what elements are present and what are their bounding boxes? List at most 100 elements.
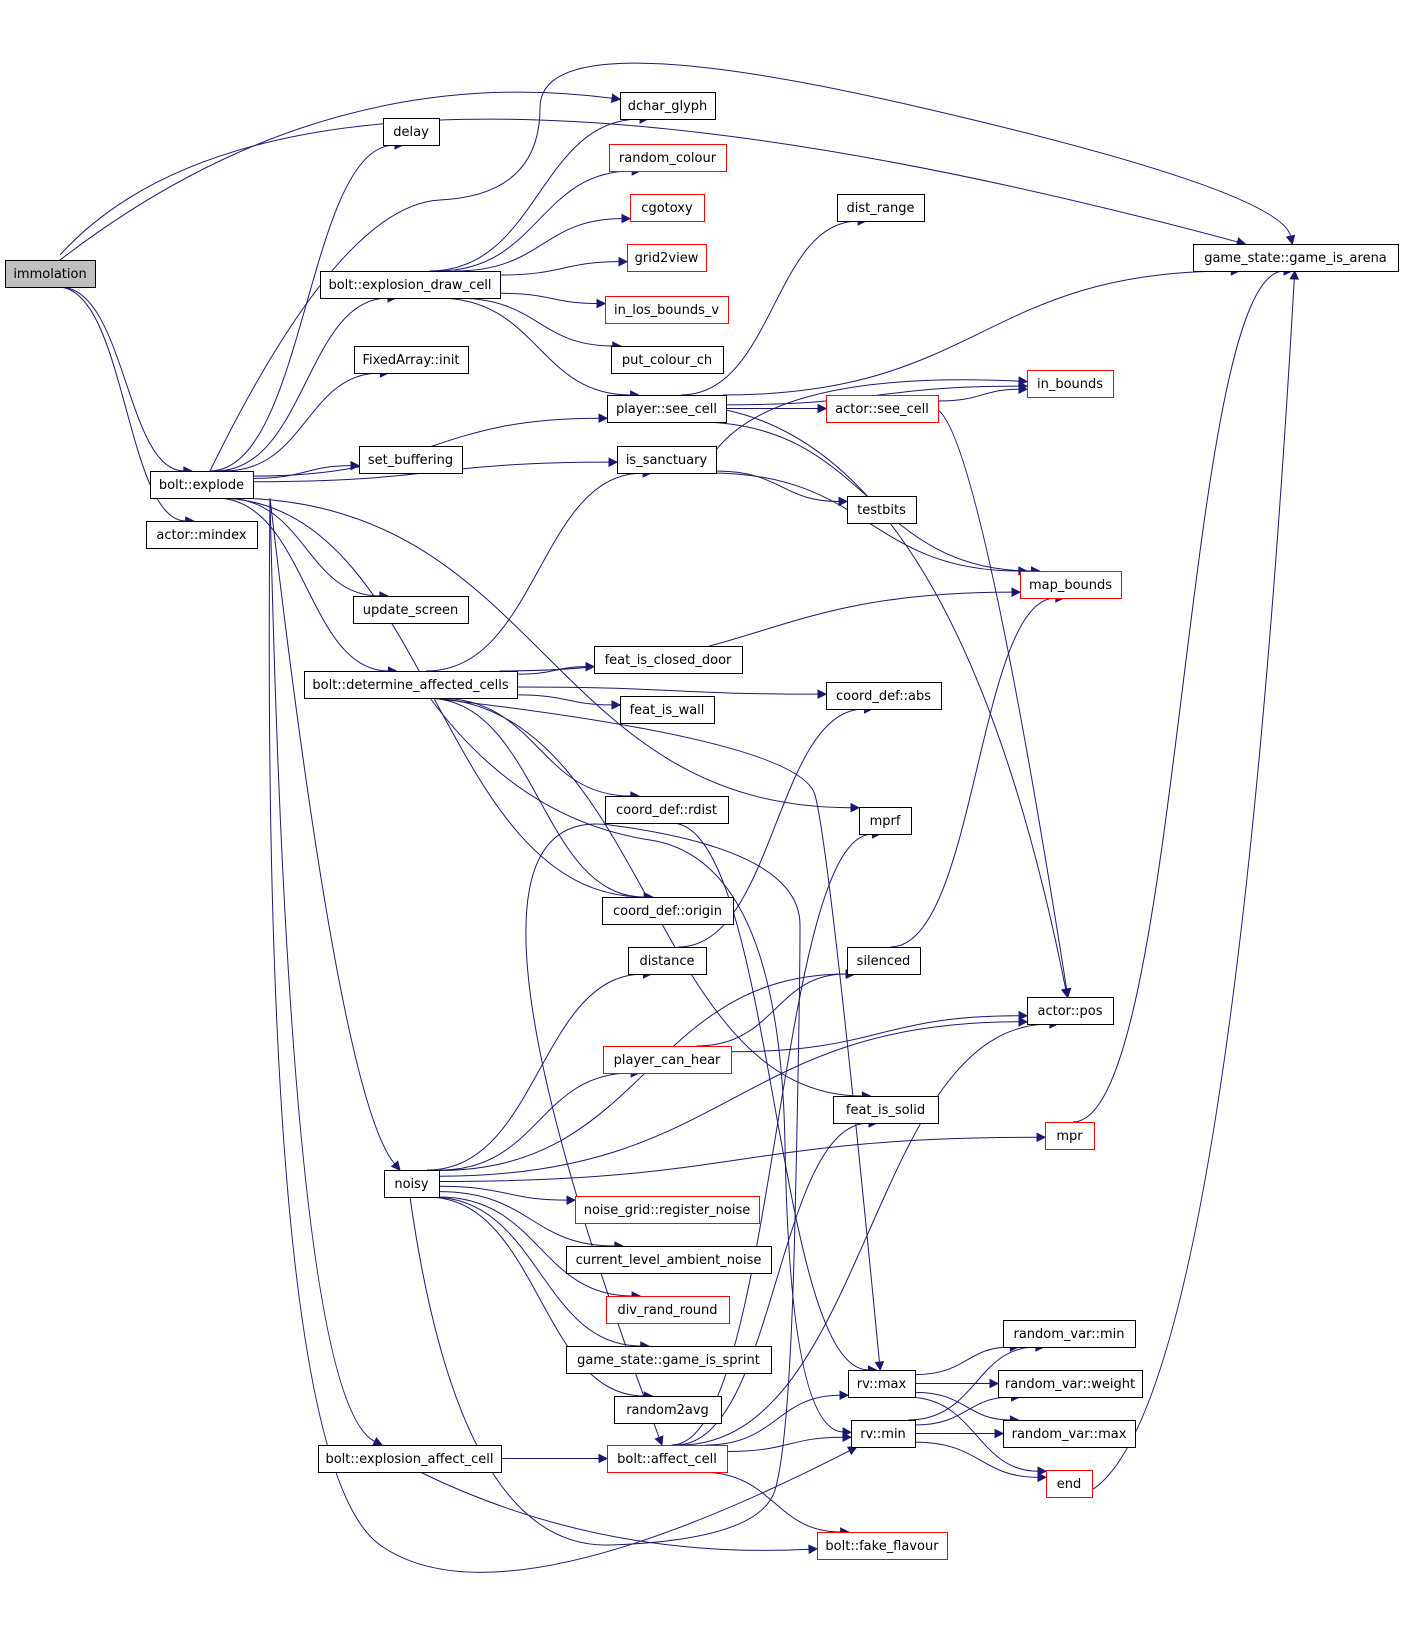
node-label: mpr [1056, 1129, 1083, 1144]
node-map_bounds[interactable]: map_bounds [1020, 571, 1122, 599]
node-random2avg[interactable]: random2avg [614, 1396, 722, 1424]
edge-line [438, 1185, 568, 1201]
node-div_rand_round[interactable]: div_rand_round [606, 1296, 730, 1324]
node-testbits[interactable]: testbits [847, 496, 917, 524]
edge-line [425, 697, 645, 898]
node-label: random2avg [626, 1403, 709, 1418]
arrowhead-icon [817, 403, 828, 414]
node-box [607, 1445, 728, 1473]
edge-line [722, 270, 1232, 396]
node-label: immolation [13, 267, 86, 282]
node-dchar_glyph[interactable]: dchar_glyph [620, 92, 716, 120]
node-box [607, 395, 727, 423]
node-coord_abs[interactable]: coord_def::abs [826, 682, 942, 710]
node-game_is_arena[interactable]: game_state::game_is_arena [1193, 244, 1399, 272]
node-random_colour[interactable]: random_colour [609, 144, 727, 172]
node-actor_mindex[interactable]: actor::mindex [146, 521, 258, 549]
edge-line [1072, 270, 1285, 1123]
node-rv_var_min[interactable]: random_var::min [1003, 1320, 1136, 1348]
node-delay[interactable]: delay [383, 118, 440, 146]
edge-line [890, 597, 1056, 948]
edge-explosion_affect_cell-to-fake_flavour [419, 1471, 819, 1555]
node-ambient_noise[interactable]: current_level_ambient_noise [566, 1246, 772, 1274]
arrowhead-icon [610, 93, 622, 103]
arrowhead-icon [621, 213, 632, 224]
node-grid2view[interactable]: grid2view [627, 244, 707, 272]
node-rv_min[interactable]: rv::min [851, 1420, 916, 1448]
arrowhead-icon [372, 1436, 383, 1446]
node-player_see_cell[interactable]: player::see_cell [607, 395, 727, 423]
node-box [575, 1196, 760, 1224]
node-coord_origin[interactable]: coord_def::origin [602, 897, 734, 925]
arrowhead-icon [1061, 987, 1072, 999]
edge-rv_min-to-end [914, 1441, 1048, 1483]
node-actor_see_cell[interactable]: actor::see_cell [826, 395, 939, 423]
arrowhead-icon [598, 413, 609, 424]
node-rv_max[interactable]: rv::max [848, 1370, 916, 1398]
edge-line [1091, 278, 1295, 1491]
node-silenced[interactable]: silenced [847, 947, 921, 975]
node-feat_is_closed_door[interactable]: feat_is_closed_door [594, 646, 743, 674]
node-label: in_bounds [1037, 377, 1103, 392]
node-actor_pos[interactable]: actor::pos [1027, 997, 1114, 1025]
node-update_screen[interactable]: update_screen [353, 596, 469, 624]
node-feat_is_wall[interactable]: feat_is_wall [620, 696, 715, 724]
node-label: noise_grid::register_noise [584, 1203, 751, 1218]
edge-line [215, 497, 389, 672]
node-rv_var_weight[interactable]: random_var::weight [998, 1370, 1143, 1398]
node-determine_affected_cells[interactable]: bolt::determine_affected_cells [304, 671, 518, 699]
node-player_can_hear[interactable]: player_can_hear [603, 1046, 732, 1074]
node-rv_var_max[interactable]: random_var::max [1003, 1420, 1136, 1448]
edge-noisy-to-actor_pos [438, 1016, 1029, 1177]
node-box [837, 194, 925, 222]
node-set_buffering[interactable]: set_buffering [359, 446, 463, 474]
node-noisy[interactable]: noisy [384, 1170, 440, 1198]
edge-line [409, 823, 801, 1546]
node-dist_range[interactable]: dist_range [837, 194, 925, 222]
node-register_noise[interactable]: noise_grid::register_noise [575, 1196, 760, 1224]
edge-line [252, 465, 352, 479]
node-box [1045, 1122, 1095, 1150]
edge-line [937, 409, 1068, 990]
node-label: silenced [857, 954, 911, 969]
edge-line [57, 286, 186, 522]
node-box [594, 646, 743, 674]
node-in_los_bounds_v[interactable]: in_los_bounds_v [605, 296, 729, 324]
node-mprf[interactable]: mprf [859, 807, 912, 835]
node-bolt_explode[interactable]: bolt::explode [150, 471, 254, 499]
node-fake_flavour[interactable]: bolt::fake_flavour [817, 1532, 948, 1560]
node-put_colour_ch[interactable]: put_colour_ch [611, 346, 724, 374]
edge-bolt_explode-to-explosion_draw_cell [215, 293, 398, 472]
node-box [354, 346, 469, 374]
node-box [320, 271, 501, 299]
node-label: random_var::weight [1005, 1377, 1135, 1392]
node-in_bounds[interactable]: in_bounds [1027, 370, 1114, 398]
edge-line [516, 686, 819, 695]
node-mpr[interactable]: mpr [1045, 1122, 1095, 1150]
node-box [1193, 244, 1399, 272]
node-feat_is_solid[interactable]: feat_is_solid [833, 1096, 939, 1124]
node-label: random_var::min [1014, 1327, 1125, 1342]
node-end[interactable]: end [1046, 1470, 1093, 1498]
edge-line [431, 1196, 641, 1347]
edge-noisy-to-bolt_affect_cell [409, 823, 801, 1546]
edge-line [438, 1021, 1020, 1177]
edge-line [437, 170, 633, 272]
node-distance[interactable]: distance [628, 947, 707, 975]
node-is_sanctuary[interactable]: is_sanctuary [617, 446, 717, 474]
node-game_is_sprint[interactable]: game_state::game_is_sprint [566, 1346, 772, 1374]
arrowhead-icon [1011, 587, 1022, 597]
node-label: bolt::explosion_affect_cell [325, 1452, 493, 1467]
node-box [620, 696, 715, 724]
node-box [859, 807, 912, 835]
node-explosion_affect_cell[interactable]: bolt::explosion_affect_cell [318, 1445, 502, 1473]
node-fixedarray_init[interactable]: FixedArray::init [354, 346, 469, 374]
node-box [1027, 370, 1114, 398]
node-explosion_draw_cell[interactable]: bolt::explosion_draw_cell [320, 271, 501, 299]
node-bolt_affect_cell[interactable]: bolt::affect_cell [607, 1445, 728, 1473]
node-label: is_sanctuary [626, 453, 708, 468]
node-cgotoxy[interactable]: cgotoxy [630, 194, 705, 222]
node-coord_rdist[interactable]: coord_def::rdist [605, 796, 729, 824]
arrowhead-icon [350, 460, 361, 471]
